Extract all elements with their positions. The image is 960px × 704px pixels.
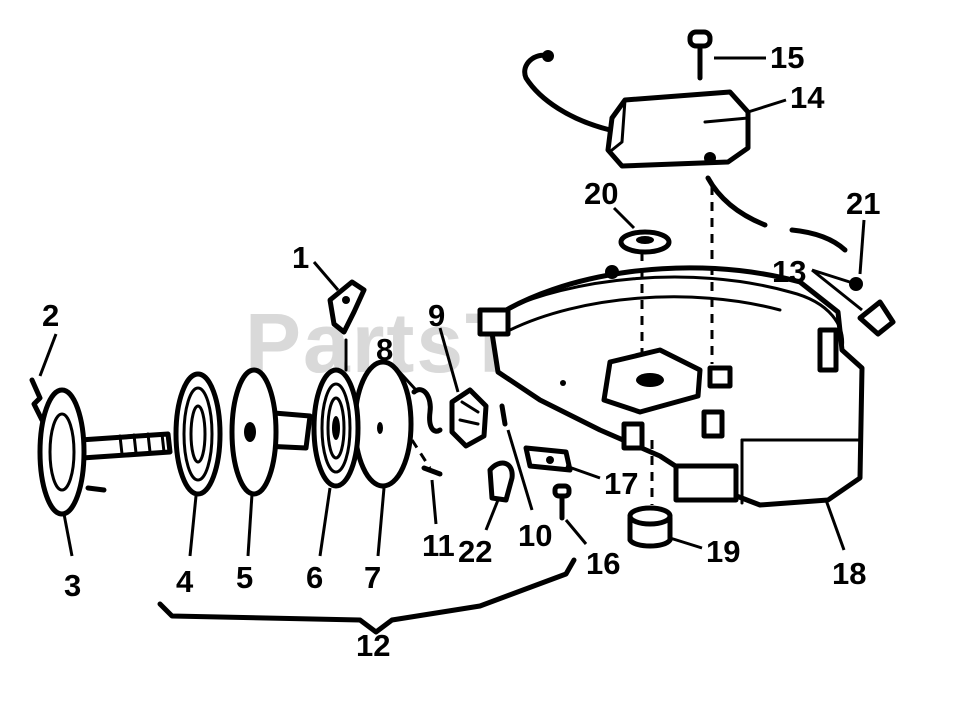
part-8-spring-clip[interactable]	[411, 387, 443, 434]
leader-lines	[38, 56, 866, 557]
callout-20: 20	[584, 176, 618, 211]
callout-3: 3	[64, 568, 81, 603]
part-17-plate[interactable]	[523, 445, 573, 473]
part-3-starter-cup[interactable]	[37, 387, 173, 517]
callout-6: 6	[306, 560, 323, 595]
part-14-coil-module[interactable]	[522, 50, 751, 169]
callout-4: 4	[176, 564, 194, 599]
part-5-pulley[interactable]	[229, 367, 313, 497]
callout-9: 9	[428, 298, 445, 333]
part-18-starter-housing[interactable]	[477, 265, 865, 508]
part-4-spring-housing[interactable]	[173, 371, 223, 497]
part-6-recoil-spring[interactable]	[311, 367, 361, 489]
callout-16: 16	[586, 546, 620, 581]
part-10-link[interactable]	[499, 403, 508, 427]
callout-21: 21	[846, 186, 880, 221]
callout-8: 8	[376, 332, 393, 367]
callout-14: 14	[790, 80, 825, 115]
part-19-bushing[interactable]	[627, 505, 673, 549]
part-7-plate-disc[interactable]	[352, 359, 414, 489]
part-2-spring[interactable]	[29, 377, 45, 423]
callout-13: 13	[772, 254, 806, 289]
callout-10: 10	[518, 518, 552, 553]
callout-2: 2	[42, 298, 59, 333]
callout-15: 15	[770, 40, 804, 75]
part-wedge[interactable]	[857, 299, 896, 337]
part-11-pin[interactable]	[410, 439, 443, 477]
part-13-wire-tube[interactable]	[705, 175, 848, 253]
callout-17: 17	[604, 466, 638, 501]
part-22-clip[interactable]	[487, 460, 515, 503]
callout-labels: 1 2 3 4 5 6 7 8 9 10 11 12 13 14 15 16 1…	[42, 40, 880, 663]
callout-19: 19	[706, 534, 740, 569]
callout-11: 11	[422, 528, 455, 563]
part-15-screw[interactable]	[687, 29, 713, 81]
callout-5: 5	[236, 560, 253, 595]
callout-7: 7	[364, 560, 381, 595]
part-1-handle[interactable]	[327, 279, 367, 335]
bracket-12	[157, 557, 577, 635]
callout-12: 12	[356, 628, 390, 663]
callout-1: 1	[292, 240, 309, 275]
part-9-pawl[interactable]	[449, 387, 489, 449]
callout-18: 18	[832, 556, 866, 591]
part-20-washer[interactable]	[618, 229, 672, 255]
part-16-screw[interactable]	[552, 483, 572, 521]
callout-22: 22	[458, 534, 492, 569]
